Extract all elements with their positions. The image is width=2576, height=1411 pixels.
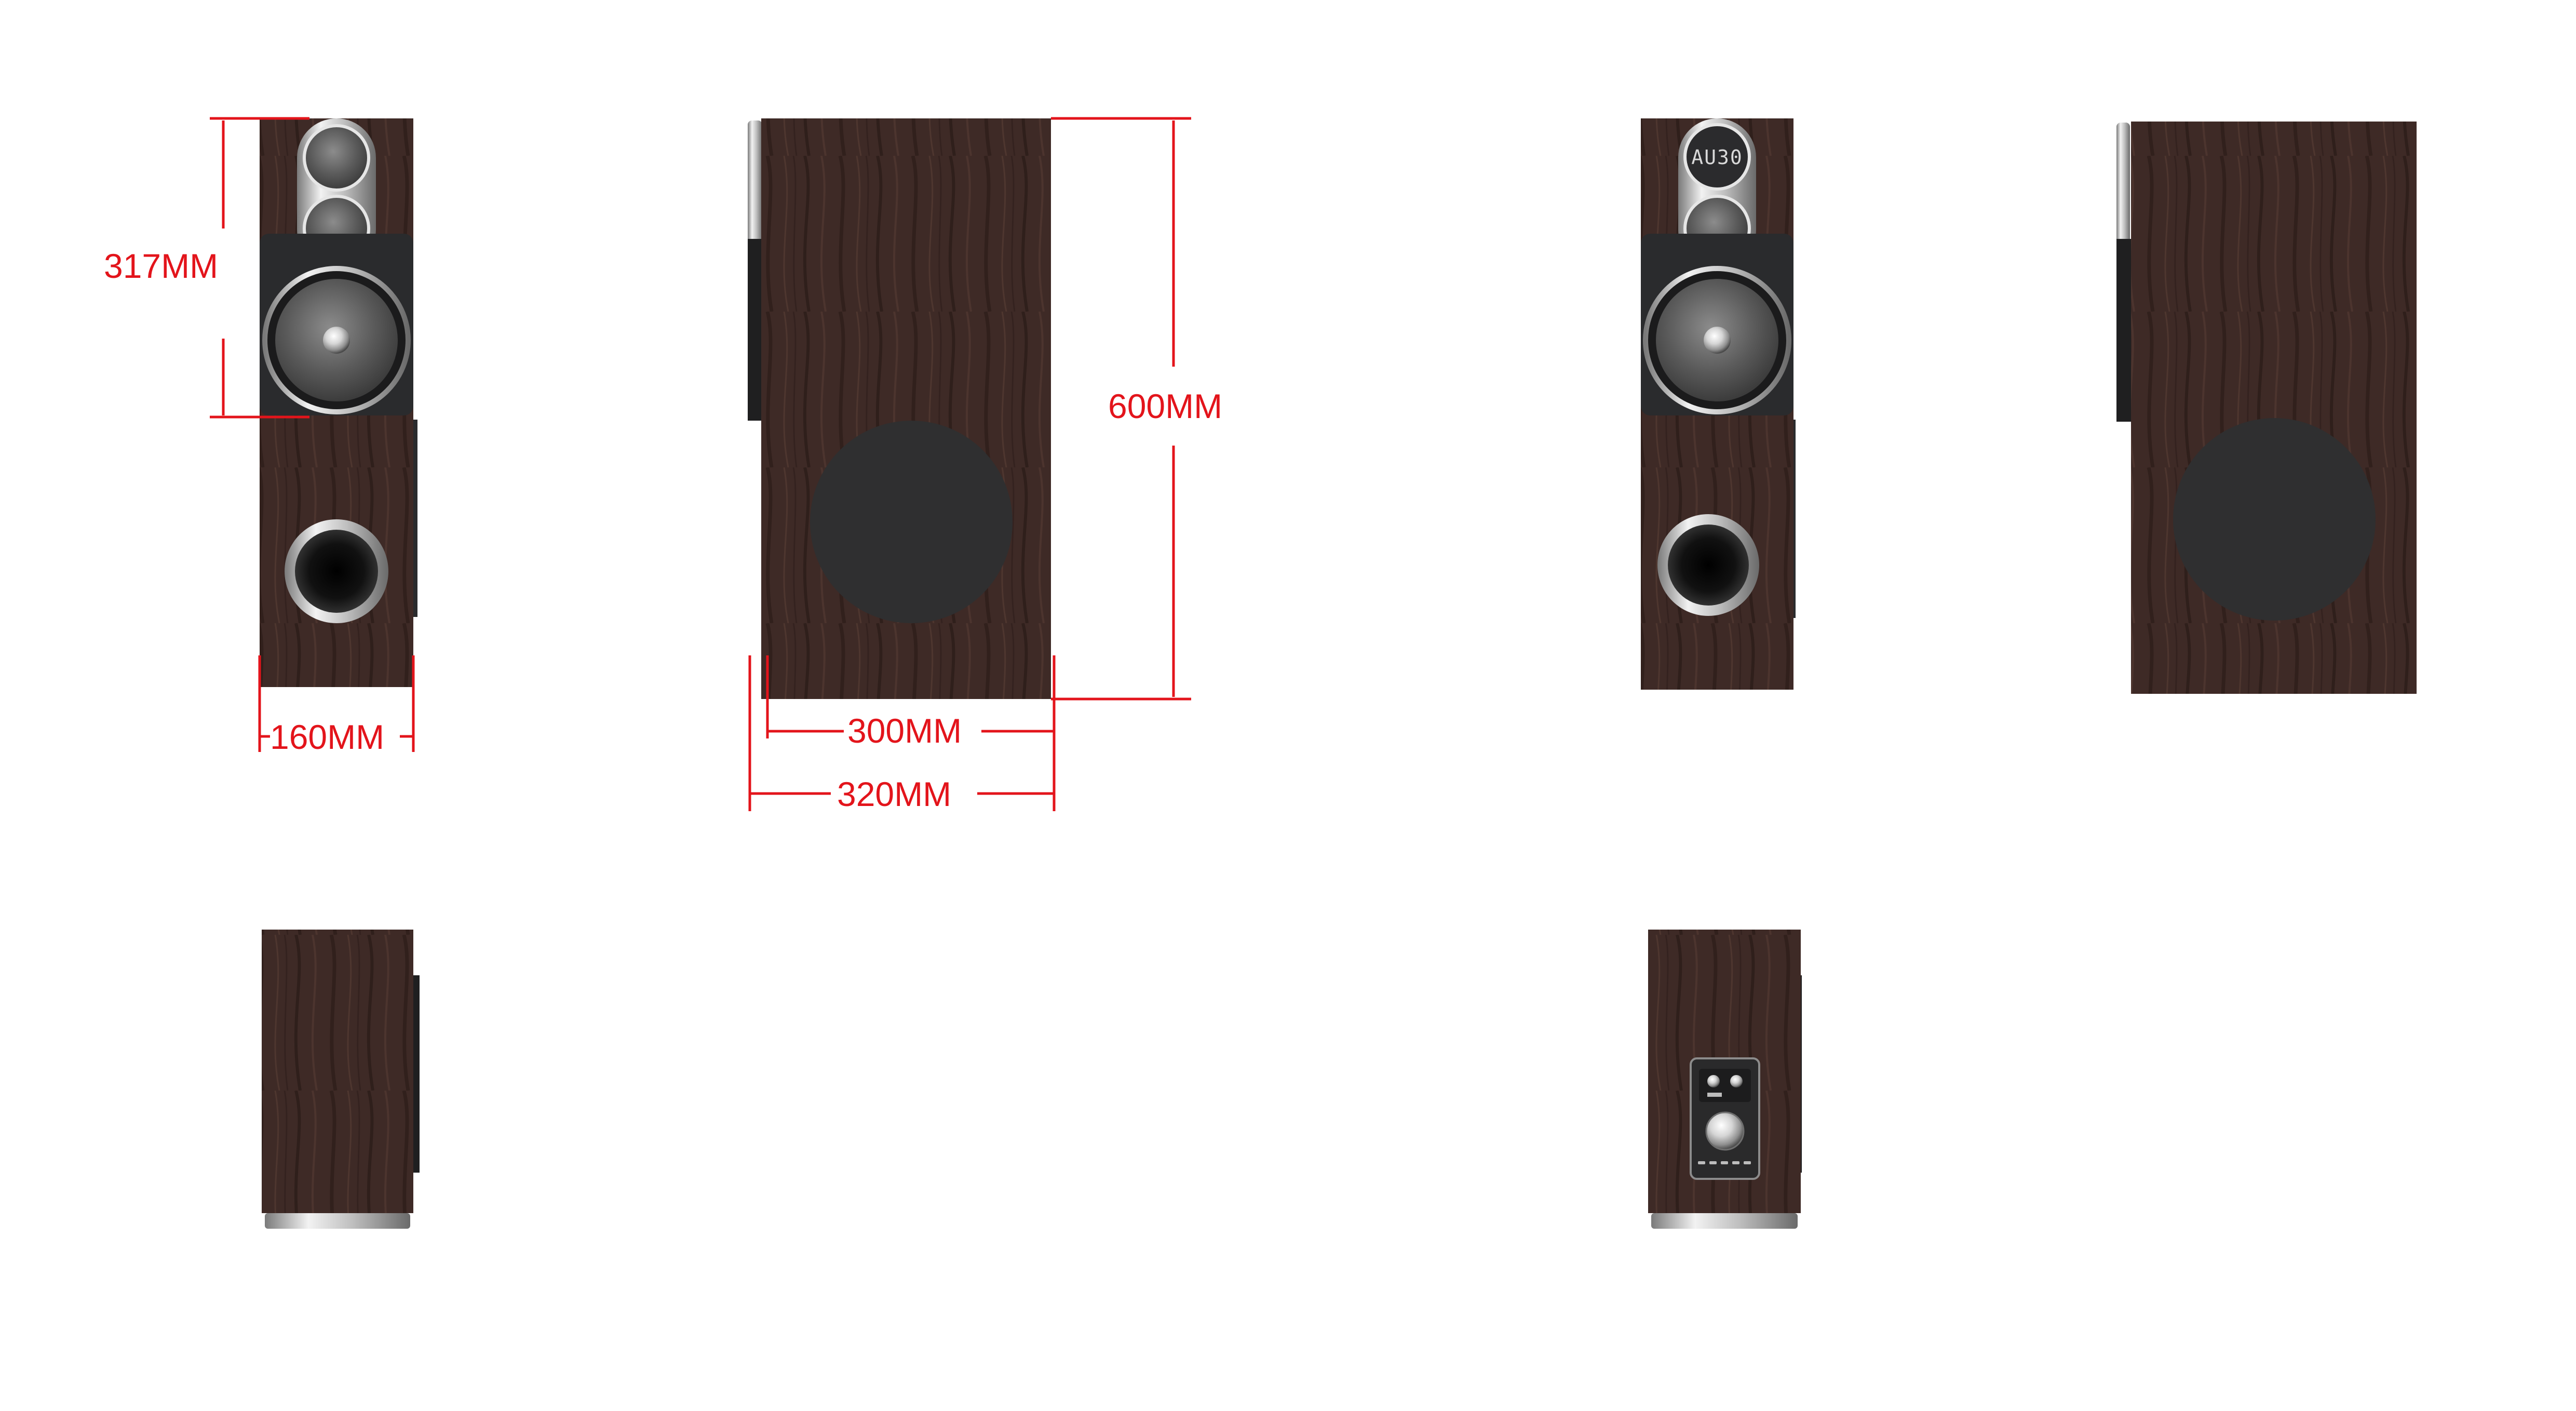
rca-jack-left[interactable]: [1707, 1075, 1720, 1087]
input-jacks: [1699, 1069, 1751, 1102]
tweeter-upper: [303, 124, 370, 192]
bass-port: [295, 530, 378, 613]
usb-port[interactable]: [1707, 1093, 1722, 1097]
speaker-back-view: [262, 930, 420, 1229]
speaker-front-view-display: AU30: [1641, 118, 1796, 690]
speaker-back-view-panel: [1648, 930, 1802, 1229]
cabinet-wood: [262, 930, 413, 1213]
dimension-label-160: 160MM: [270, 718, 384, 756]
speaker-front-view: [260, 118, 417, 687]
dimension-320: [748, 655, 1056, 811]
base-chrome: [265, 1213, 410, 1229]
dimension-label-320: 320MM: [837, 775, 951, 813]
side-strip: [412, 975, 420, 1173]
woofer-dustcap: [323, 327, 350, 354]
base-chrome: [1651, 1213, 1798, 1229]
volume-knob[interactable]: [1705, 1111, 1745, 1151]
speaker-side-view: [748, 118, 1051, 699]
passive-radiator: [2173, 418, 2376, 621]
dimension-160: [258, 655, 415, 752]
rca-jack-right[interactable]: [1730, 1075, 1743, 1087]
front-edge-chrome: [2116, 123, 2130, 247]
dimension-600: [1051, 117, 1191, 701]
display-screen: [1683, 123, 1751, 191]
speaker-side-view-2: [2116, 122, 2417, 694]
front-edge-dark: [748, 239, 763, 421]
dimension-label-600: 600MM: [1108, 387, 1222, 425]
front-edge-dark: [2116, 239, 2132, 422]
dimension-label-317: 317MM: [104, 247, 218, 285]
dimension-317: [210, 117, 309, 419]
dimension-label-300: 300MM: [847, 711, 962, 750]
control-buttons[interactable]: [1698, 1161, 1751, 1164]
bass-port: [1668, 525, 1749, 606]
passive-radiator: [810, 421, 1013, 623]
display-text: AU30: [1691, 146, 1743, 169]
woofer-dustcap: [1704, 327, 1731, 354]
front-edge-chrome: [748, 120, 762, 245]
